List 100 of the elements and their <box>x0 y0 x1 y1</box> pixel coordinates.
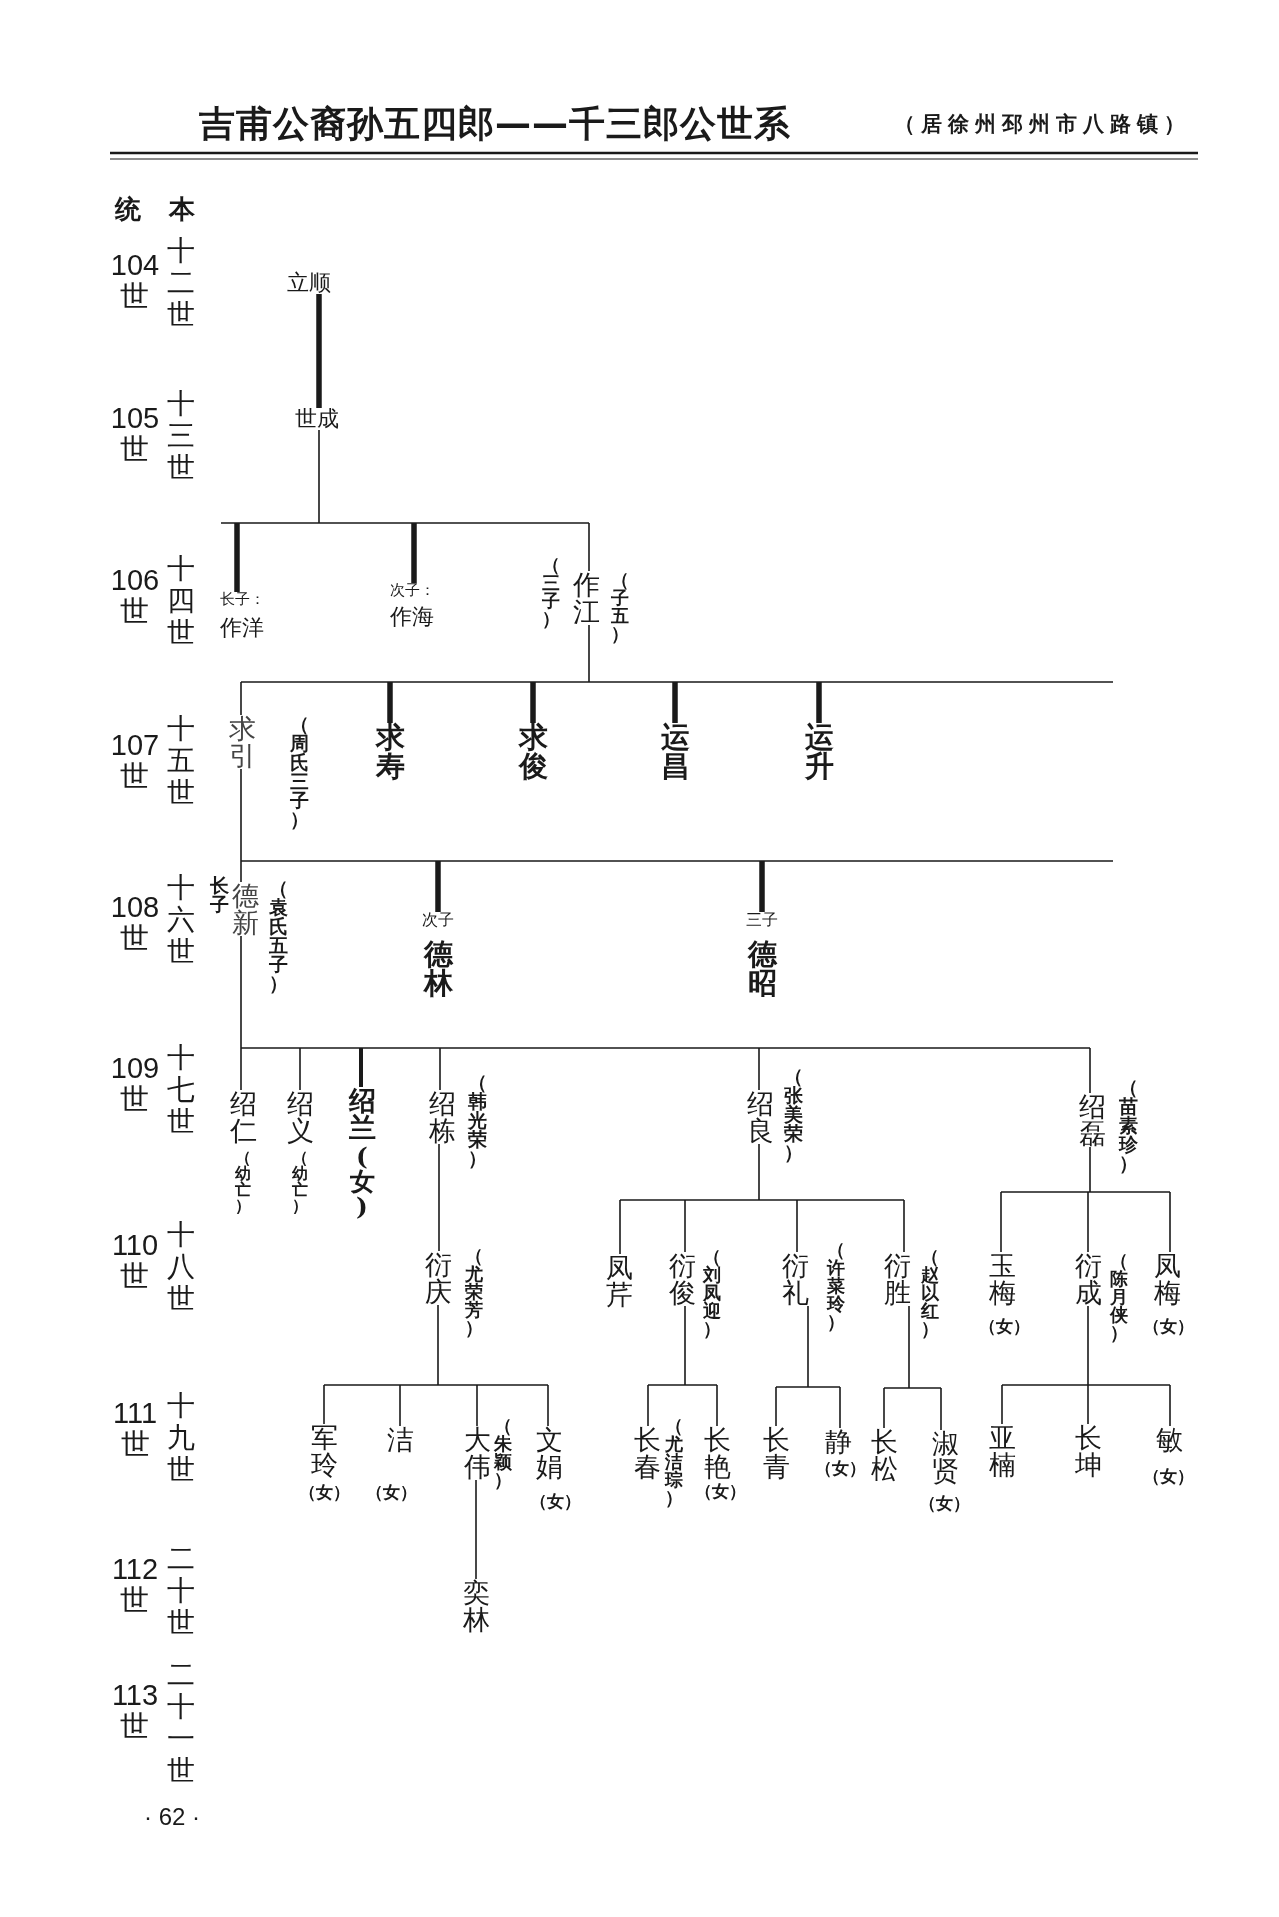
person-name: 衍胜 <box>882 1252 912 1306</box>
connector-line <box>1169 1191 1171 1253</box>
connector-line <box>323 1304 549 1386</box>
connector-line <box>240 768 1114 862</box>
bracketed-note: （女） <box>1142 1318 1194 1335</box>
bracketed-note: （许菜玲） <box>826 1241 846 1331</box>
person-name: 衍礼 <box>780 1252 810 1306</box>
bracketed-note: （刘凤迎） <box>702 1248 722 1338</box>
connector-line <box>411 523 417 583</box>
connector-line <box>1169 1384 1171 1427</box>
connector-line <box>438 1143 440 1252</box>
generation-number: 110世 <box>111 1230 159 1293</box>
page-title: 吉甫公裔孙五四郎——千三郎公世系 <box>199 106 791 142</box>
rank-label: 次子 <box>422 912 454 928</box>
generation-label: 十四世 <box>166 553 196 649</box>
connector-line <box>759 861 765 912</box>
person-name: 作海 <box>390 606 434 628</box>
connector-line <box>240 1047 242 1091</box>
bracketed-note: （尤洁琮） <box>664 1417 684 1507</box>
person-name: 作江 <box>571 571 601 625</box>
generation-number: 111世 <box>112 1398 158 1461</box>
person-name: 绍仁 <box>228 1090 258 1144</box>
connector-line <box>1087 1191 1089 1253</box>
bracketed-note: （女） <box>978 1318 1030 1335</box>
generation-number: 106世 <box>110 565 160 628</box>
connector-line <box>796 1199 798 1253</box>
bracketed-note: （尤荣芳） <box>464 1247 484 1337</box>
person-name: 凤芹 <box>604 1254 634 1308</box>
person-name: 运昌 <box>659 723 691 781</box>
generation-label: 十五世 <box>166 713 196 809</box>
connector-line <box>220 429 590 524</box>
person-name: 求俊 <box>517 723 549 781</box>
connector-line <box>1000 1191 1002 1253</box>
generation-label: 十七世 <box>166 1042 196 1138</box>
generation-number: 108世 <box>110 892 160 955</box>
person-name: 作洋 <box>220 617 264 639</box>
bracketed-note: （女） <box>1142 1468 1194 1485</box>
connector-line <box>1001 1305 1171 1386</box>
person-name: 绍良 <box>745 1090 775 1144</box>
connector-line <box>387 682 393 723</box>
generation-label: 二十世 <box>166 1543 196 1639</box>
person-name: 奕林 <box>461 1579 491 1633</box>
person-name: 军玲 <box>309 1424 339 1478</box>
person-name: 求引 <box>227 715 257 769</box>
bracketed-note: （陈月侠） <box>1109 1252 1129 1342</box>
generation-label: 十六世 <box>166 872 196 968</box>
connector-line <box>940 1387 942 1431</box>
generation-label: 十九世 <box>166 1390 196 1486</box>
person-name: 玉梅 <box>987 1252 1017 1306</box>
generation-number: 109世 <box>110 1053 160 1116</box>
rank-label: 长子 <box>209 876 229 914</box>
person-name: 运升 <box>803 723 835 781</box>
bracketed-note: （幼亡） <box>234 1150 252 1214</box>
connector-line <box>1089 1047 1091 1094</box>
connector-line <box>903 1199 905 1253</box>
connector-line <box>234 523 240 592</box>
connector-line <box>316 294 322 408</box>
connector-line <box>547 1384 549 1427</box>
bracketed-note: （女） <box>365 1484 417 1501</box>
connector-line <box>240 624 1114 683</box>
connector-line <box>240 681 242 716</box>
connector-line <box>476 1384 478 1427</box>
bracketed-note: （周氏三子） <box>289 715 309 829</box>
person-name: 长艳 <box>702 1426 732 1480</box>
connector-line <box>475 1479 477 1580</box>
person-name: 德昭 <box>746 940 778 998</box>
rank-label: 次子： <box>389 583 435 598</box>
person-name: 德林 <box>422 940 454 998</box>
person-name: 长春 <box>632 1426 662 1480</box>
connector-line <box>758 1047 760 1091</box>
connector-line <box>619 1143 905 1201</box>
connector-line <box>816 682 822 723</box>
bracketed-note: （韩光荣） <box>467 1073 487 1168</box>
person-name: 衍俊 <box>667 1252 697 1306</box>
connector-line <box>359 1048 363 1087</box>
bracketed-note: （朱颖） <box>493 1417 513 1489</box>
bracketed-note: （张美荣） <box>783 1067 803 1162</box>
person-name: 德新 <box>230 882 260 936</box>
person-name: 大伟 <box>462 1426 492 1480</box>
generation-number: 104世 <box>110 250 160 313</box>
connector-line <box>299 1047 301 1091</box>
bracketed-note: （三子） <box>541 556 561 628</box>
person-name: 绍栋 <box>427 1090 457 1144</box>
rank-label: 长子： <box>219 592 265 607</box>
generation-number: 113世 <box>111 1680 159 1743</box>
bracketed-note: （女） <box>298 1484 350 1501</box>
connector-line <box>323 1384 325 1425</box>
connector-line <box>775 1305 841 1388</box>
connector-line <box>240 935 1091 1049</box>
connector-line <box>435 861 441 912</box>
connector-line <box>716 1384 718 1427</box>
bracketed-note: （女） <box>529 1493 581 1510</box>
generation-number: 112世 <box>111 1554 159 1617</box>
person-name: 长坤 <box>1073 1424 1103 1478</box>
bracketed-note: （女） <box>814 1460 866 1477</box>
connector-line <box>684 1199 686 1253</box>
column-heading: 统 <box>115 196 141 222</box>
page-number: · 62 · <box>144 1805 200 1829</box>
connector-line <box>647 1384 649 1427</box>
generation-label: 二十一世 <box>166 1659 196 1787</box>
